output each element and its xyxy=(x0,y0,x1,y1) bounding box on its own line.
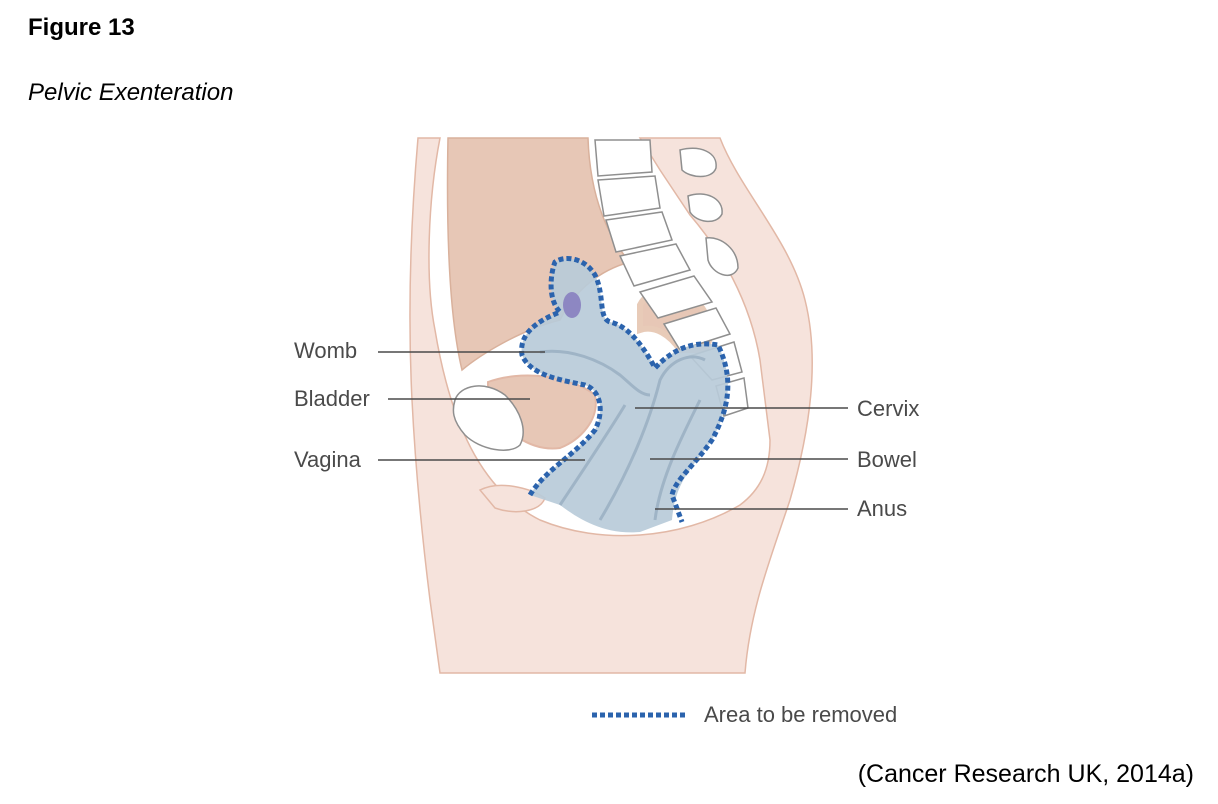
label-anus: Anus xyxy=(857,496,908,521)
figure-source: (Cancer Research UK, 2014a) xyxy=(857,760,1194,788)
ovary-icon xyxy=(563,292,581,318)
leader-lines xyxy=(378,351,848,510)
figure-title: Pelvic Exenteration xyxy=(28,79,234,106)
label-womb: Womb xyxy=(294,338,358,363)
label-bowel: Bowel xyxy=(857,447,917,472)
body-silhouette xyxy=(409,137,813,674)
removed-area-fill xyxy=(521,258,728,533)
label-cervix: Cervix xyxy=(857,396,920,421)
label-bladder: Bladder xyxy=(294,386,370,411)
label-vagina: Vagina xyxy=(294,447,361,472)
organ-detail xyxy=(539,349,706,521)
figure-number: Figure 13 xyxy=(28,14,135,41)
removed-area-border xyxy=(519,256,731,523)
spine xyxy=(594,139,749,417)
legend-label: Area to be removed xyxy=(704,702,898,727)
pubic-bone-icon xyxy=(452,385,524,451)
